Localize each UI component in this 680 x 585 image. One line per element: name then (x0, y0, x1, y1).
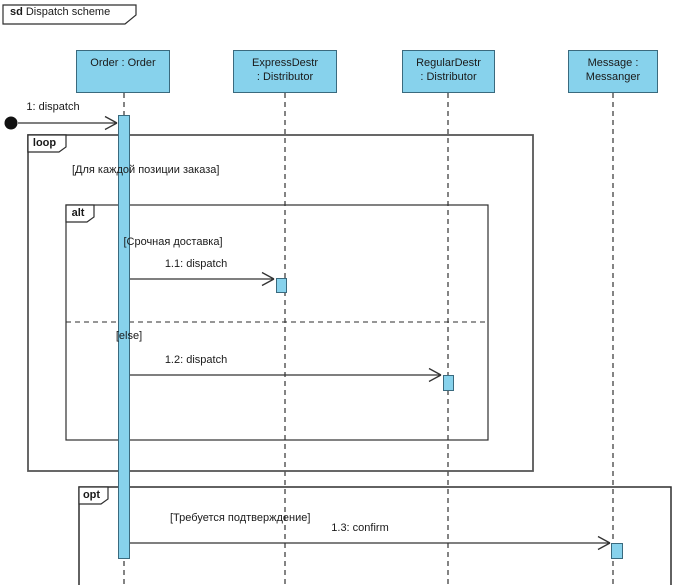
activation-messanger[interactable] (611, 543, 623, 559)
opt-operator-pentagon (78, 486, 109, 505)
lifeline-label-line2: : Distributor (420, 71, 477, 83)
lifeline-label-line1: Message : (587, 57, 639, 69)
loop-fragment-frame[interactable] (27, 134, 534, 472)
message-1-1-label[interactable]: 1.1: dispatch (164, 258, 228, 270)
message-1-3-label[interactable]: 1.3: confirm (331, 522, 389, 534)
loop-operator-label: loop (32, 137, 57, 149)
alt-operator-pentagon (65, 204, 95, 223)
lifeline-head-regulardestr[interactable]: RegularDestr : Distributor (402, 50, 495, 93)
lifeline-label-line1: ExpressDestr (251, 57, 319, 69)
activation-regulardestr[interactable] (443, 375, 454, 391)
message-1-2-arrowhead (428, 367, 442, 383)
lifeline-label-line2: : Distributor (256, 71, 314, 83)
message-1-label[interactable]: 1: dispatch (26, 101, 80, 113)
frame-keyword: sd (10, 6, 23, 18)
lifeline-label-line1: Order : Order (90, 57, 156, 69)
message-1-2-label[interactable]: 1.2: dispatch (164, 354, 228, 366)
opt-fragment-frame[interactable] (78, 486, 672, 585)
opt-operator-label: opt (82, 489, 101, 501)
lifeline-head-expressdestr[interactable]: ExpressDestr : Distributor (233, 50, 337, 93)
alt-operator-label: alt (71, 207, 85, 219)
alt-guard-urgent-text[interactable]: [Срочная доставка] (123, 236, 223, 248)
activation-expressdestr[interactable] (276, 278, 287, 293)
alt-guard-else-text[interactable]: [else] (115, 330, 143, 342)
lifeline-label-line2: Messanger (585, 71, 641, 83)
message-1-arrowhead (104, 115, 118, 131)
message-1-1-arrowhead (261, 271, 275, 287)
frame-name: Dispatch scheme (25, 6, 111, 18)
loop-guard-text[interactable]: [Для каждой позиции заказа] (72, 164, 220, 176)
lifeline-head-order[interactable]: Order : Order (76, 50, 170, 93)
lifeline-label-line1: RegularDestr (416, 57, 481, 69)
frame-title-pentagon (2, 4, 137, 25)
lifeline-head-messanger[interactable]: Message : Messanger (568, 50, 658, 93)
loop-operator-pentagon (27, 134, 67, 153)
opt-guard-text[interactable]: [Требуется подтверждение] (170, 512, 311, 524)
message-1-3-arrowhead (597, 535, 611, 551)
found-message-circle (4, 116, 18, 130)
activation-order[interactable] (118, 115, 130, 559)
